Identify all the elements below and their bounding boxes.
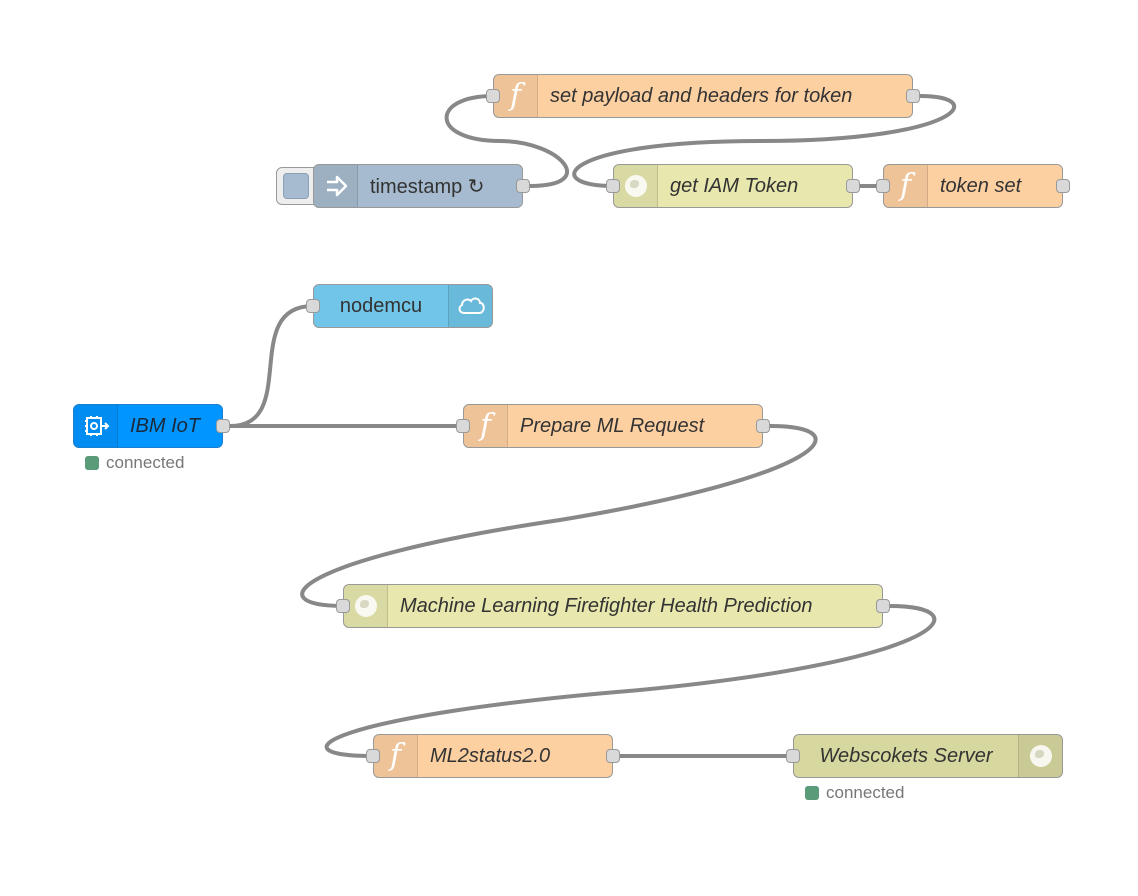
input-port[interactable] [786, 749, 800, 763]
inject-button-square [283, 173, 309, 199]
input-port[interactable] [876, 179, 890, 193]
status-text: connected [106, 453, 185, 472]
globe-icon [1018, 735, 1062, 777]
status-dot-icon [805, 786, 819, 800]
globe-icon [344, 585, 388, 627]
ibm-iot-status: connected [85, 453, 184, 473]
node-label: get IAM Token [670, 174, 799, 197]
node-label: ML2status2.0 [430, 744, 551, 767]
input-port[interactable] [456, 419, 470, 433]
node-ml2status-function[interactable]: f ML2status2.0 [366, 734, 620, 778]
node-prepare-ml-request-function[interactable]: f Prepare ML Request [456, 404, 770, 448]
node-token-set-function[interactable]: f token set [876, 164, 1070, 208]
output-port[interactable] [516, 179, 530, 193]
node-label: Machine Learning Firefighter Health Pred… [400, 594, 813, 617]
output-port[interactable] [756, 419, 770, 433]
input-port[interactable] [486, 89, 500, 103]
node-set-payload-function[interactable]: f set payload and headers for token [486, 74, 920, 118]
inject-arrow-icon [314, 165, 358, 207]
output-port[interactable] [216, 419, 230, 433]
input-port[interactable] [606, 179, 620, 193]
output-port[interactable] [876, 599, 890, 613]
node-ibm-iot-in[interactable]: IBM IoT [73, 404, 230, 448]
function-icon: f [464, 405, 508, 447]
node-label: IBM IoT [130, 414, 201, 437]
status-dot-icon [85, 456, 99, 470]
output-port[interactable] [906, 89, 920, 103]
function-icon: f [494, 75, 538, 117]
node-label: token set [940, 174, 1022, 197]
node-label: Prepare ML Request [520, 414, 705, 437]
wire-prepare-ml-to-ml-prediction [300, 424, 818, 608]
wire-ibmiot-to-nodemcu [229, 304, 314, 428]
node-ml-prediction-http-request[interactable]: Machine Learning Firefighter Health Pred… [336, 584, 890, 628]
node-nodemcu-cloud-out[interactable]: nodemcu [306, 284, 493, 328]
input-port[interactable] [306, 299, 320, 313]
output-port[interactable] [606, 749, 620, 763]
output-port[interactable] [1056, 179, 1070, 193]
node-label: Webscokets Server [819, 744, 993, 767]
function-icon: f [374, 735, 418, 777]
status-text: connected [826, 783, 905, 802]
websockets-status: connected [805, 783, 904, 803]
function-icon: f [884, 165, 928, 207]
node-label: timestamp ↻ [370, 175, 485, 198]
cloud-icon [448, 285, 492, 327]
node-get-iam-token-http-request[interactable]: get IAM Token [606, 164, 860, 208]
node-label: set payload and headers for token [550, 84, 853, 107]
node-websockets-server-out[interactable]: Webscokets Server [786, 734, 1063, 778]
input-port[interactable] [336, 599, 350, 613]
node-label: nodemcu [339, 294, 423, 317]
iot-chip-icon [74, 405, 118, 447]
output-port[interactable] [846, 179, 860, 193]
globe-icon [614, 165, 658, 207]
input-port[interactable] [366, 749, 380, 763]
node-timestamp-inject[interactable]: timestamp ↻ [313, 164, 530, 208]
inject-trigger-button[interactable] [276, 167, 316, 205]
